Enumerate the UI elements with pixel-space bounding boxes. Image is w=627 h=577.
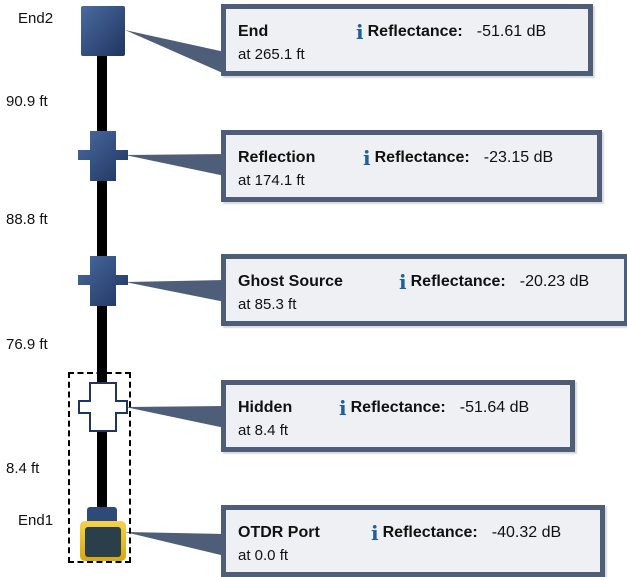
callout-pointer-ghost-source [125,280,225,302]
reflectance-label: Reflectance: [410,273,506,290]
event-name: End [238,23,269,40]
callout-pointer-end [125,30,225,74]
event-location: at 85.3 ft [238,296,297,313]
event-card-reflection[interactable]: Reflection at 174.1 ft i Reflectance: -2… [221,130,602,202]
event-name: Hidden [238,399,293,416]
end2-label: End2 [18,10,54,27]
info-icon[interactable]: i [339,396,347,420]
segment-length-4: 8.4 ft [6,460,40,477]
info-icon[interactable]: i [363,146,371,170]
reflection-event-icon[interactable] [78,131,128,181]
reflectance-group: i Reflectance: -23.15 dB [363,146,554,170]
reflectance-label: Reflectance: [382,524,478,541]
ghost-source-event-icon[interactable] [78,256,128,306]
event-location: at 174.1 ft [238,172,305,189]
reflectance-value: -51.61 dB [476,23,547,40]
event-name: Ghost Source [238,273,343,290]
event-card-ghost-source[interactable]: Ghost Source at 85.3 ft i Reflectance: -… [221,254,627,326]
event-card-hidden[interactable]: Hidden at 8.4 ft i Reflectance: -51.64 d… [221,380,575,452]
callout-pointer-otdr-port [125,532,225,556]
reflectance-group: i Reflectance: -20.23 dB [399,270,590,294]
event-card-end[interactable]: End at 265.1 ft i Reflectance: -51.61 dB [221,4,593,76]
event-location: at 265.1 ft [238,46,305,63]
event-name: Reflection [238,149,316,166]
event-name: OTDR Port [238,524,320,541]
reflectance-label: Reflectance: [374,149,470,166]
end1-label: End1 [18,512,54,529]
hidden-event-icon[interactable] [78,382,128,432]
event-location: at 0.0 ft [238,547,289,564]
otdr-port-icon[interactable] [79,507,127,561]
reflectance-group: i Reflectance: -51.64 dB [339,396,530,420]
callout-pointer-reflection [125,154,225,176]
event-card-otdr-port[interactable]: OTDR Port at 0.0 ft i Reflectance: -40.3… [221,505,605,577]
reflectance-label: Reflectance: [350,399,446,416]
info-icon[interactable]: i [399,270,407,294]
reflectance-label: Reflectance: [367,23,463,40]
event-location: at 8.4 ft [238,422,289,439]
reflectance-value: -23.15 dB [483,149,554,166]
info-icon[interactable]: i [371,521,379,545]
end-event-icon[interactable] [80,5,126,57]
segment-length-2: 88.8 ft [6,211,48,228]
callout-pointer-hidden [125,406,225,428]
reflectance-value: -51.64 dB [459,399,530,416]
segment-length-1: 90.9 ft [6,93,48,110]
reflectance-value: -40.32 dB [491,524,562,541]
reflectance-group: i Reflectance: -40.32 dB [371,521,562,545]
reflectance-value: -20.23 dB [519,273,590,290]
segment-length-3: 76.9 ft [6,336,48,353]
hidden-event-selection [68,372,131,563]
info-icon[interactable]: i [356,20,364,44]
reflectance-group: i Reflectance: -51.61 dB [356,20,547,44]
